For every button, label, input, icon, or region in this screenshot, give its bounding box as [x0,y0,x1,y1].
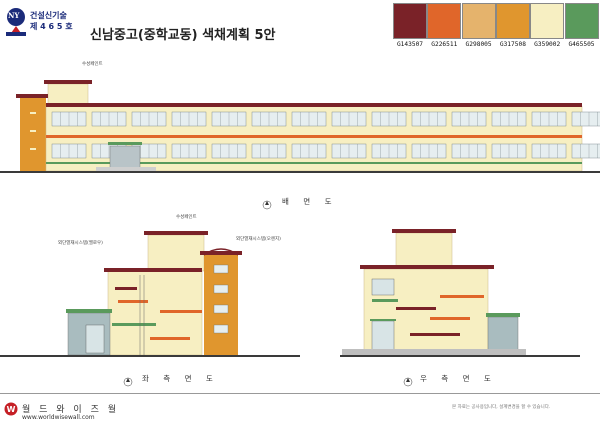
company-name: 월 드 와 이 즈 월 [22,405,119,415]
window [571,111,600,127]
left-side-annotation: 외단열재시스템(옐로우) [58,241,103,246]
footer-disclaimer: 본 자료는 공사용입니다, 설계변경을 할 수 있습니다. [452,405,551,410]
section-marker-icon [123,377,133,387]
badge-logo-text: NY [8,11,20,20]
rear-view-marker [262,195,272,210]
left-ground-line [0,355,300,357]
stair-window [213,264,229,274]
color-swatch-code: G317508 [499,41,526,48]
color-swatch [495,3,530,39]
left-roof-annotation: 수성페인트 [176,215,197,220]
right-elevation [342,229,526,356]
color-swatch [393,3,427,39]
rear-view-label: 배 면 도 [282,197,338,206]
certification-badge: NY [4,6,28,40]
color-swatch-code: G298005 [465,41,492,48]
rear-roof-annotation: 수성페인트 [82,62,103,67]
right-view-marker [403,372,413,387]
company-logo: W [4,401,18,416]
color-swatch-code: G465505 [568,41,595,48]
svg-text:W: W [7,405,16,414]
page-title: 신남중고(중학교동) 색채계획 5안 [90,28,276,43]
color-swatch [461,3,496,39]
color-swatch-code: G143507 [396,41,424,48]
stair-window [213,284,229,294]
rear-ground-line [0,171,600,173]
badge-line1: 건설신기술 [30,11,67,20]
color-swatch [564,3,599,39]
section-marker-icon [262,200,272,210]
company-url[interactable]: www.worldwisewall.com [22,414,95,421]
rear-elevation [16,80,600,172]
color-swatch-panel: G143507 G226511 G298005 G317508 G359002 G4655… [393,3,599,48]
color-swatch [427,3,462,39]
color-swatch-code: G359002 [534,41,561,48]
right-view-label: 우 측 면 도 [420,374,497,383]
stair-window [213,324,229,334]
color-swatch-code: G226511 [431,41,458,48]
stair-window [213,304,229,314]
badge-logo-icon [6,8,26,36]
left-view-label: 좌 측 면 도 [142,374,219,383]
company-logo-icon: W [4,402,18,416]
left-elevation [66,231,242,356]
footer-divider [0,393,600,394]
right-ground-line [340,355,580,357]
left-view-marker [123,372,133,387]
right-side-annotation: 외단열재시스템(오렌지) [236,237,281,242]
window [571,143,600,159]
color-swatch [530,3,565,39]
badge-line2: 제 4 6 5 호 [30,22,73,31]
section-marker-icon [403,377,413,387]
